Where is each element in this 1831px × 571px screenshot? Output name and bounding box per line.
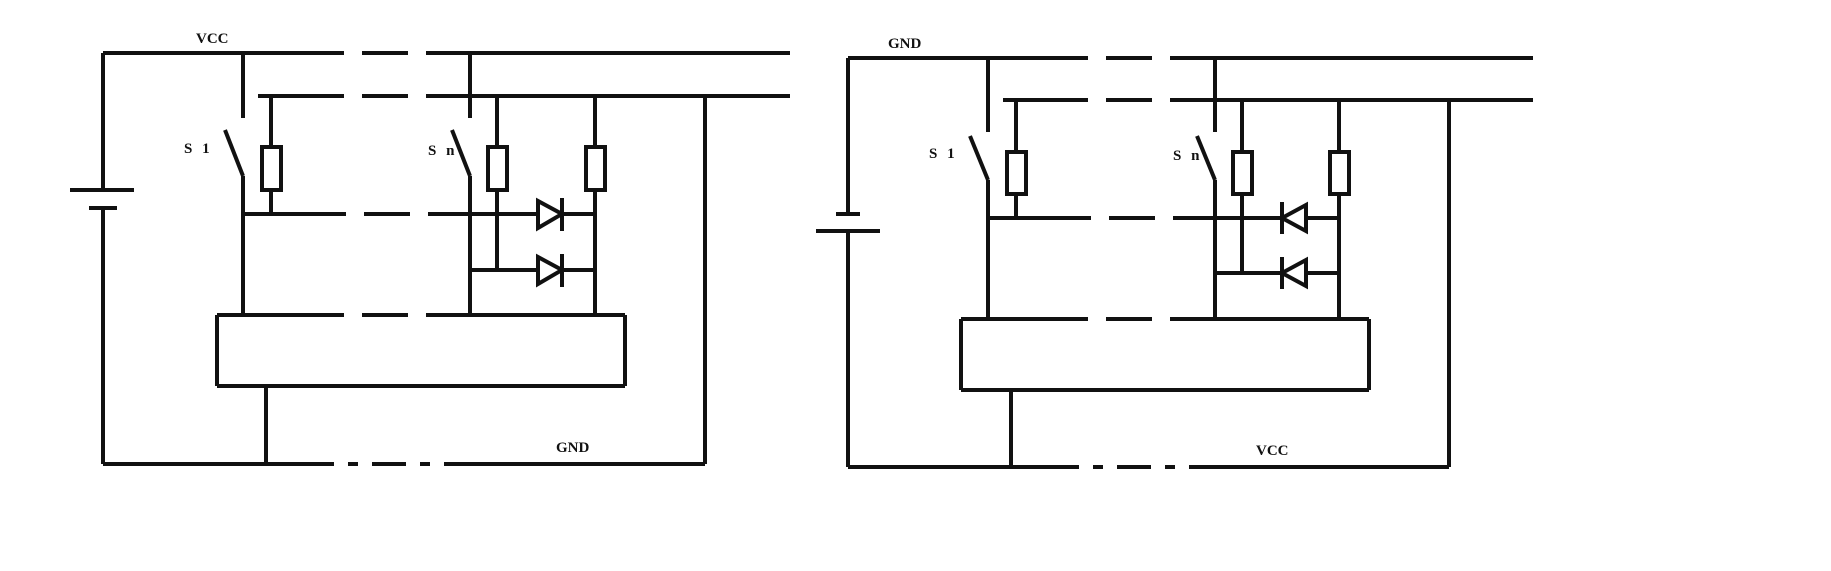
bottom-rail-label-left: GND	[556, 440, 590, 456]
circuit-diagram-right: GND S 1	[816, 36, 1533, 469]
resistor-2-left	[486, 96, 509, 270]
circuit-diagram-left: VCC S 1	[70, 31, 790, 466]
top-rail-label-left: VCC	[196, 31, 229, 47]
diode-upper-left	[536, 197, 567, 232]
resistor-2-right	[1231, 100, 1254, 273]
switch-sn-label-left: S n	[428, 143, 457, 159]
resistor-1-left	[260, 96, 283, 214]
resistor-1-right	[1005, 100, 1028, 218]
control-block-right	[959, 317, 1371, 392]
battery-left	[70, 53, 134, 464]
switch-s1-label-left: S 1	[184, 141, 213, 157]
resistor-3-left	[584, 96, 607, 315]
switch-s1-left	[223, 53, 245, 315]
switch-s1-right	[968, 58, 990, 319]
resistor-3-right	[1328, 100, 1351, 319]
diode-lower-left	[536, 253, 567, 288]
bottom-rail-label-right: VCC	[1256, 443, 1289, 459]
bottom-rail-right	[848, 390, 1449, 469]
top-rail-label-right: GND	[888, 36, 922, 52]
diode-lower-right	[1277, 256, 1308, 290]
switch-sn-left	[450, 53, 472, 315]
second-rail-left	[258, 94, 790, 464]
bottom-rail-left	[103, 386, 705, 466]
battery-right	[816, 58, 880, 467]
switch-sn-label-right: S n	[1173, 148, 1202, 164]
second-rail-right	[1003, 98, 1533, 467]
switch-s1-label-right: S 1	[929, 146, 958, 162]
control-block-left	[215, 313, 627, 388]
diode-upper-right	[1277, 201, 1308, 235]
switch-sn-right	[1195, 58, 1217, 319]
